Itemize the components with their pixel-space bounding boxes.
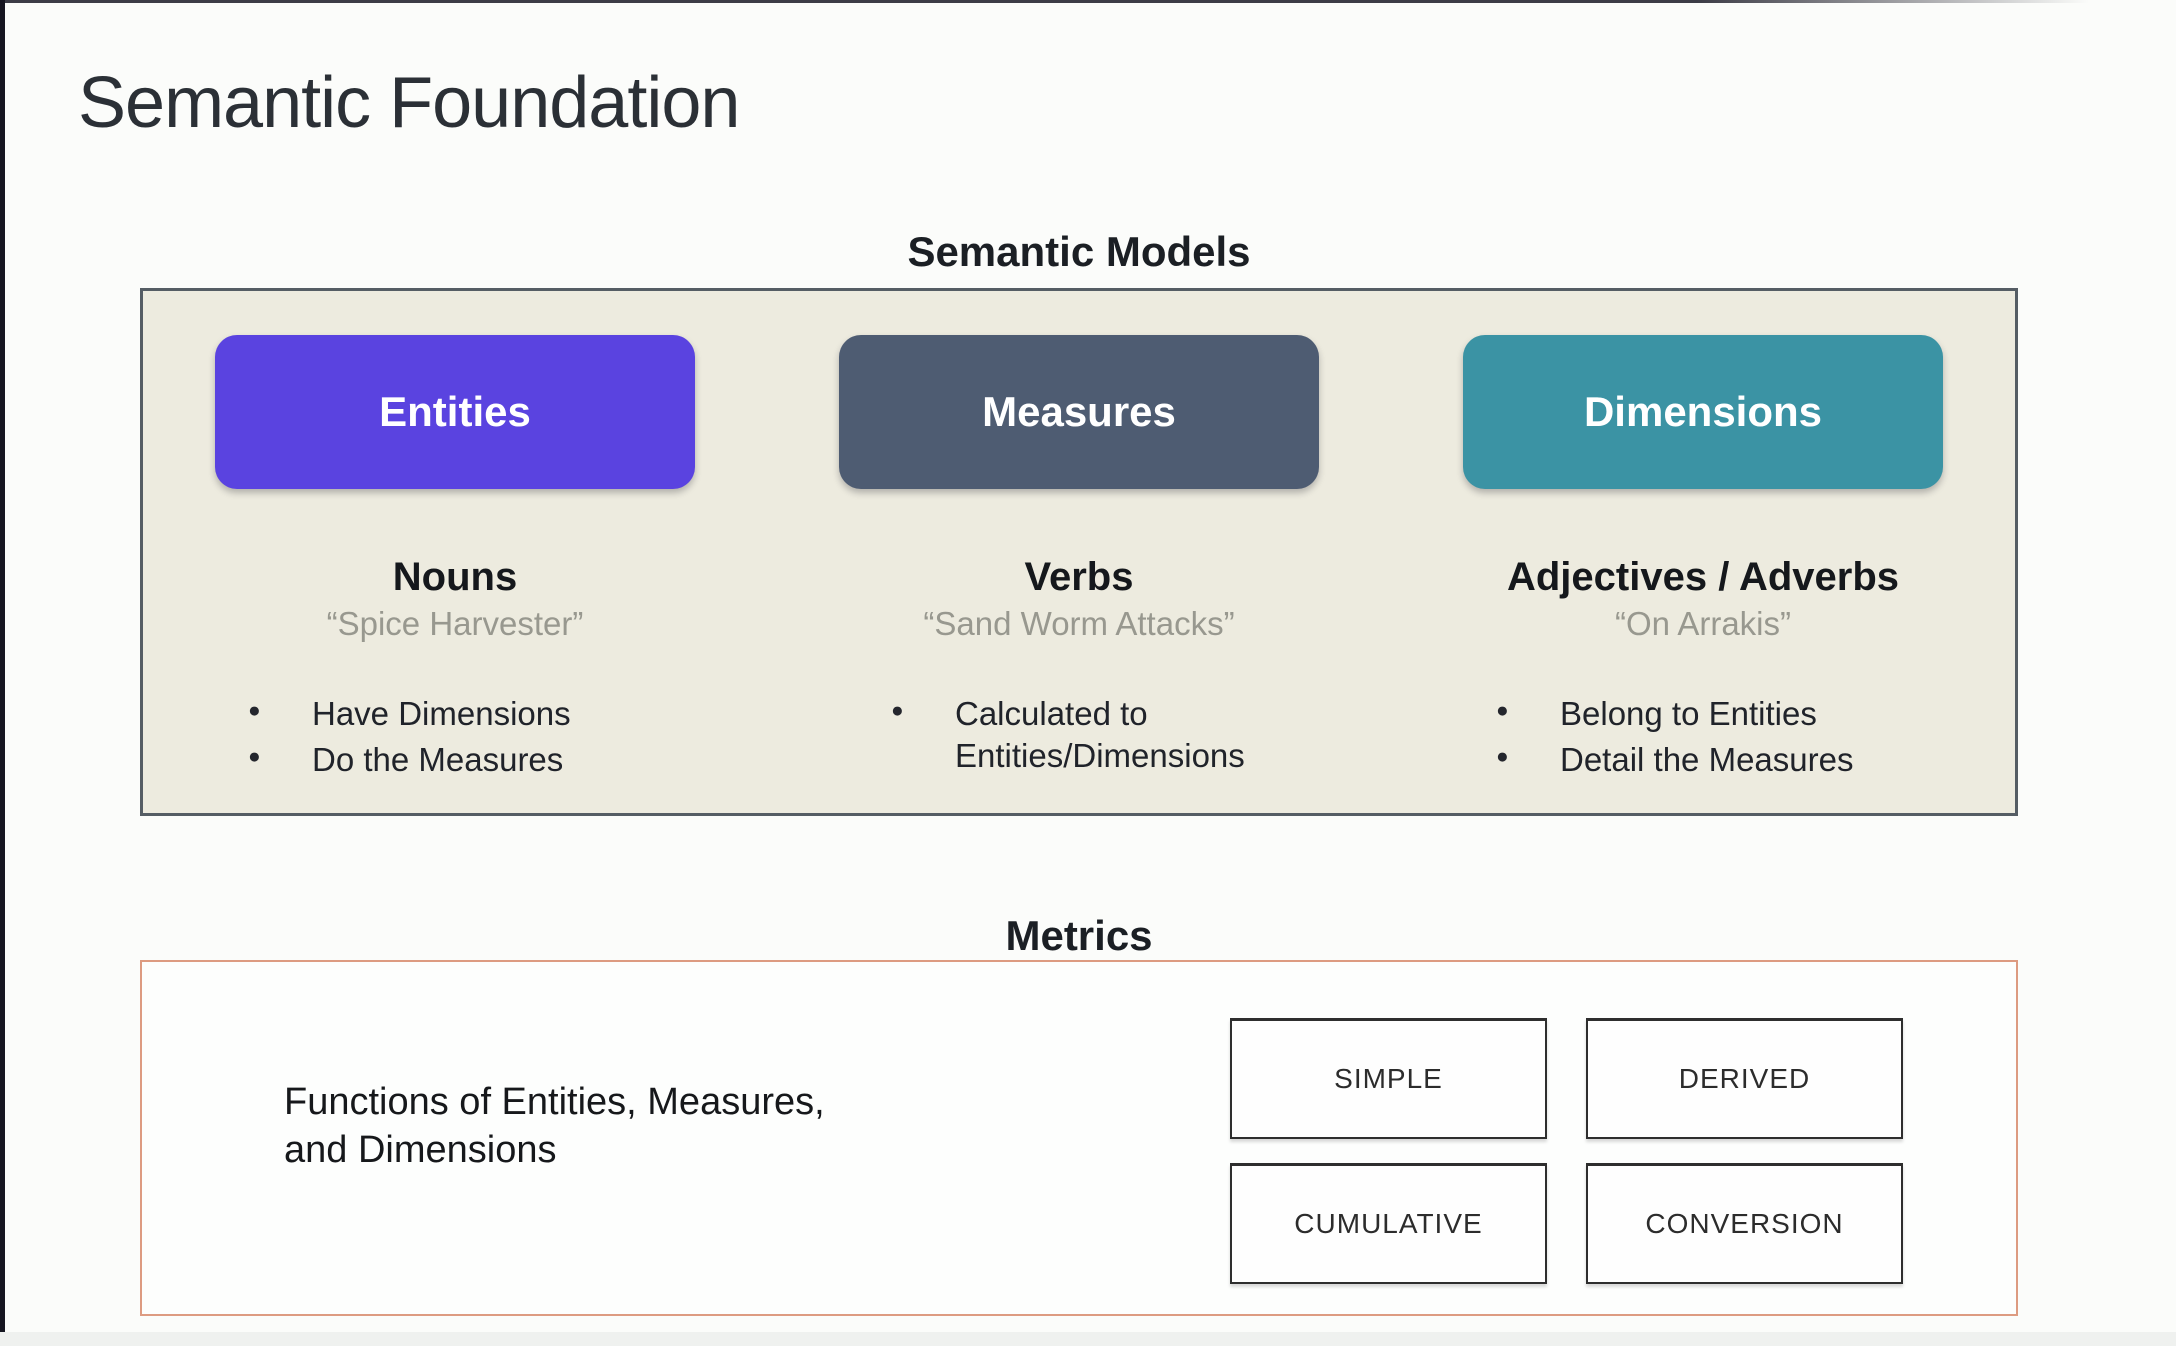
metrics-description-line2: and Dimensions xyxy=(284,1129,557,1172)
dimensions-example: “On Arrakis” xyxy=(1614,605,1792,642)
metrics-heading: Metrics xyxy=(1005,912,1153,959)
measures-example: “Sand Worm Attacks” xyxy=(923,605,1235,642)
measures-role: Verbs xyxy=(1024,555,1134,599)
semantic-models-heading: Semantic Models xyxy=(907,228,1251,275)
measures-column: Measures Verbs “Sand Worm Attacks” Calcu… xyxy=(767,291,1391,781)
entities-column: Entities Nouns “Spice Harvester” Have Di… xyxy=(143,291,767,785)
dimensions-column: Dimensions Adjectives / Adverbs “On Arra… xyxy=(1391,291,2015,785)
entities-pill: Entities xyxy=(215,335,695,489)
dimensions-role: Adjectives / Adverbs xyxy=(1506,555,1899,599)
window-bottom-edge xyxy=(0,1332,2176,1346)
list-item: Calculated to Entities/Dimensions xyxy=(883,693,1275,777)
metric-type-cumulative: CUMULATIVE xyxy=(1230,1163,1547,1284)
measures-bullet-list: Calculated to Entities/Dimensions xyxy=(883,693,1275,781)
measures-pill-label: Measures xyxy=(982,388,1176,435)
list-item: Belong to Entities xyxy=(1488,693,1918,735)
list-item: Have Dimensions xyxy=(240,693,670,735)
metrics-description-line1: Functions of Entities, Measures, xyxy=(284,1081,825,1123)
dimensions-pill-label: Dimensions xyxy=(1583,388,1823,435)
metric-type-conversion: CONVERSION xyxy=(1586,1163,1903,1284)
list-item: Do the Measures xyxy=(240,739,670,781)
window-top-edge xyxy=(0,0,2176,3)
page-title: Semantic Foundation xyxy=(78,63,740,143)
semantic-models-panel: Entities Nouns “Spice Harvester” Have Di… xyxy=(140,288,2018,816)
entities-pill-label: Entities xyxy=(379,388,531,435)
metrics-description: Functions of Entities, Measures, and Dim… xyxy=(284,1078,825,1175)
metric-types-grid: SIMPLE DERIVED CUMULATIVE CONVERSION xyxy=(1230,1018,1903,1284)
entities-bullet-list: Have Dimensions Do the Measures xyxy=(240,693,670,785)
entities-example: “Spice Harvester” xyxy=(326,605,584,642)
list-item: Detail the Measures xyxy=(1488,739,1918,781)
dimensions-bullet-list: Belong to Entities Detail the Measures xyxy=(1488,693,1918,785)
measures-pill: Measures xyxy=(839,335,1319,489)
metric-type-derived: DERIVED xyxy=(1586,1018,1903,1139)
window-left-edge xyxy=(0,0,5,1346)
metric-type-simple: SIMPLE xyxy=(1230,1018,1547,1139)
entities-role: Nouns xyxy=(392,555,518,599)
dimensions-pill: Dimensions xyxy=(1463,335,1943,489)
metrics-panel: Functions of Entities, Measures, and Dim… xyxy=(140,960,2018,1316)
